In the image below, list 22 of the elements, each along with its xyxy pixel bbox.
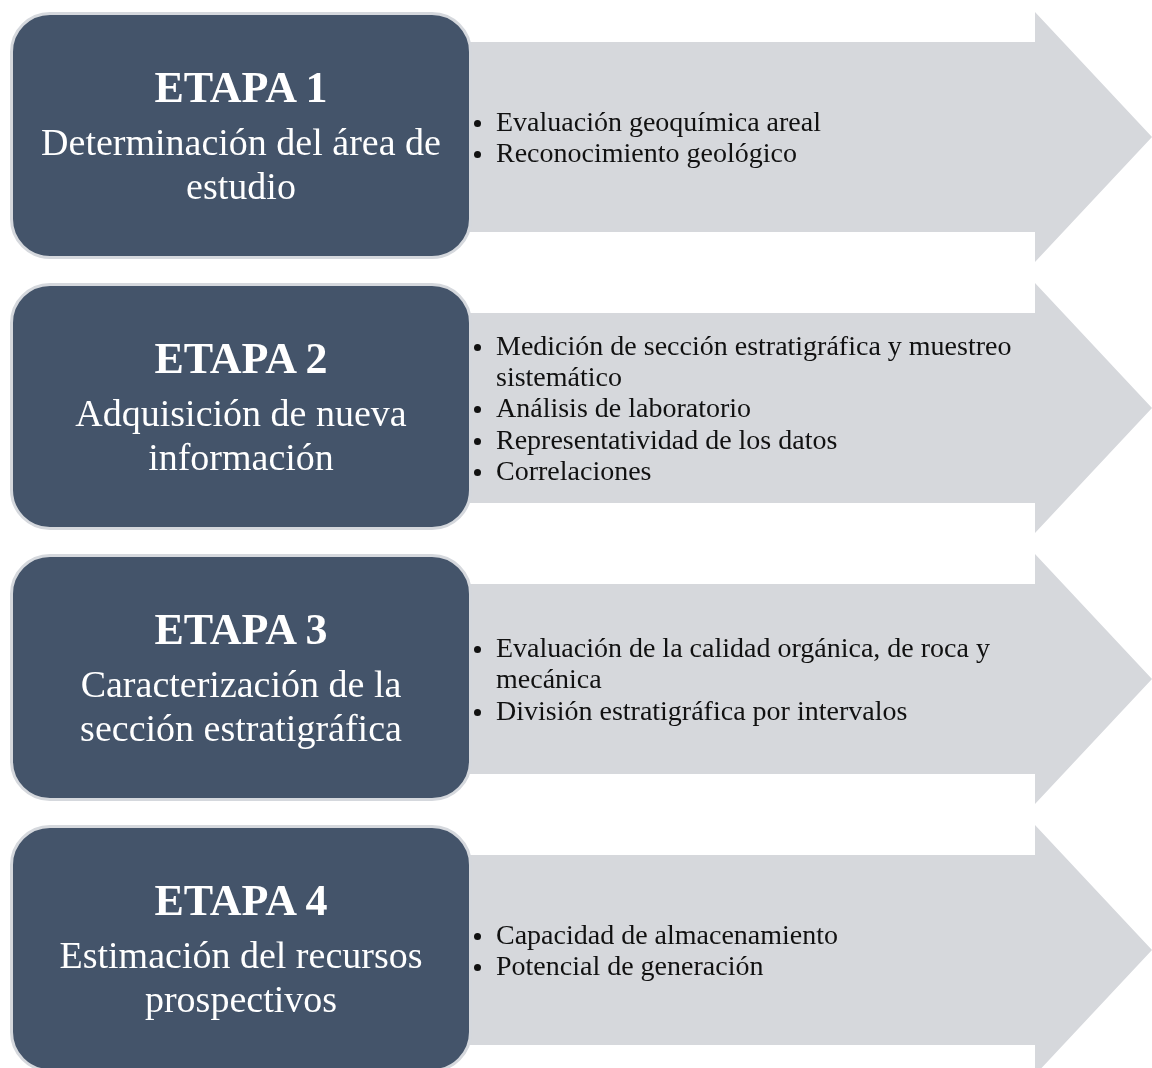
bullet-item: Correlaciones (470, 455, 1060, 487)
stage-box (10, 12, 472, 259)
stage-heading: ETAPA 2 (154, 333, 328, 386)
bullet-item: Evaluación de la calidad orgánica, de roca y mecánica (470, 631, 1060, 695)
stage-box (10, 825, 472, 1068)
stage-title: Determinación del área de estudio (40, 121, 442, 209)
bullet-item: Representatividad de los datos (470, 423, 1060, 456)
bullet-item: Potencial de generación (470, 950, 1060, 982)
stage-heading: ETAPA 3 (154, 604, 328, 657)
stage-heading: ETAPA 1 (154, 62, 328, 115)
stage-heading: ETAPA 4 (154, 875, 328, 928)
stage-box (10, 554, 472, 801)
bullet-item: Reconocimiento geológico (470, 137, 1060, 169)
bullet-item: Evaluación geoquímica areal (470, 105, 1060, 137)
stage-box (10, 283, 472, 530)
bullet-item: División estratigráfica por intervalos (470, 694, 1060, 727)
bullet-item: Capacidad de almacenamiento (470, 918, 1060, 950)
bullet-item: Análisis de laboratorio (470, 392, 1060, 424)
bullet-item: Medición de sección estratigráfica y muestreo sistemático (470, 329, 1060, 393)
stage-title: Caracterización de la sección estratigráfica (79, 663, 403, 751)
stage-title: Estimación del recursos prospectivos (58, 934, 424, 1022)
stage-title: Adquisición de nueva información (74, 392, 408, 480)
